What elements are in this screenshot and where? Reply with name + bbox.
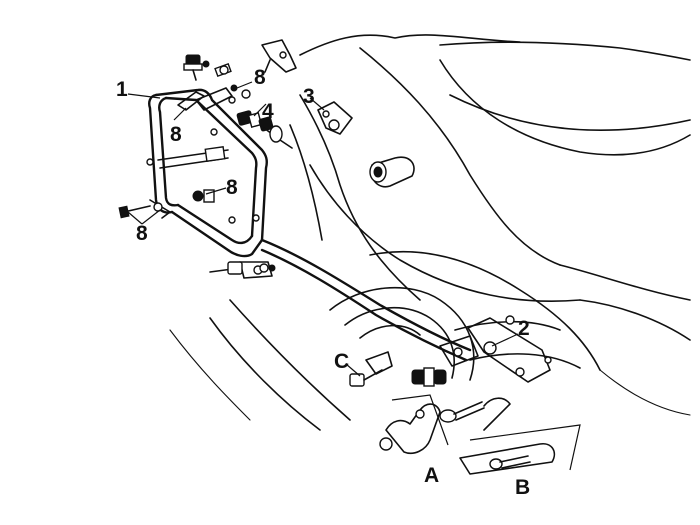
callout-8-frame-top: 8 — [170, 123, 182, 146]
rear-bracket — [439, 315, 552, 383]
bracket-small-top — [261, 39, 297, 73]
callout-a: A — [424, 464, 439, 487]
bolt-long — [439, 397, 511, 431]
callout-8-frame-mid: 8 — [226, 176, 238, 199]
callout-3: 3 — [303, 85, 315, 108]
motorcycle-body-outline — [169, 34, 691, 431]
leader-lines — [127, 81, 519, 377]
callout-labels: 1 8 3 4 8 8 8 2 C A B — [116, 66, 530, 499]
screw-top-left — [183, 54, 210, 81]
callout-c: C — [334, 350, 349, 373]
spacer-cluster — [236, 110, 293, 149]
callout-2: 2 — [518, 317, 530, 340]
callout-b: B — [515, 476, 530, 499]
clamp-part — [317, 101, 353, 135]
rubber-mount — [411, 367, 447, 387]
callout-1: 1 — [116, 78, 128, 101]
screw-frame-mid — [146, 128, 260, 224]
screw-lower-mount — [209, 261, 276, 275]
screw-left — [118, 199, 171, 219]
fasteners — [118, 39, 581, 475]
screw-top-mid — [214, 62, 232, 78]
part-b-strap — [459, 442, 556, 475]
callout-4: 4 — [262, 100, 274, 123]
callout-8-top: 8 — [254, 66, 266, 89]
callout-8-left: 8 — [136, 222, 148, 245]
screw-part-c — [349, 351, 393, 387]
part-a-bracket — [379, 403, 441, 455]
screw-group-8a — [228, 84, 251, 104]
pannier-frame — [148, 87, 472, 362]
